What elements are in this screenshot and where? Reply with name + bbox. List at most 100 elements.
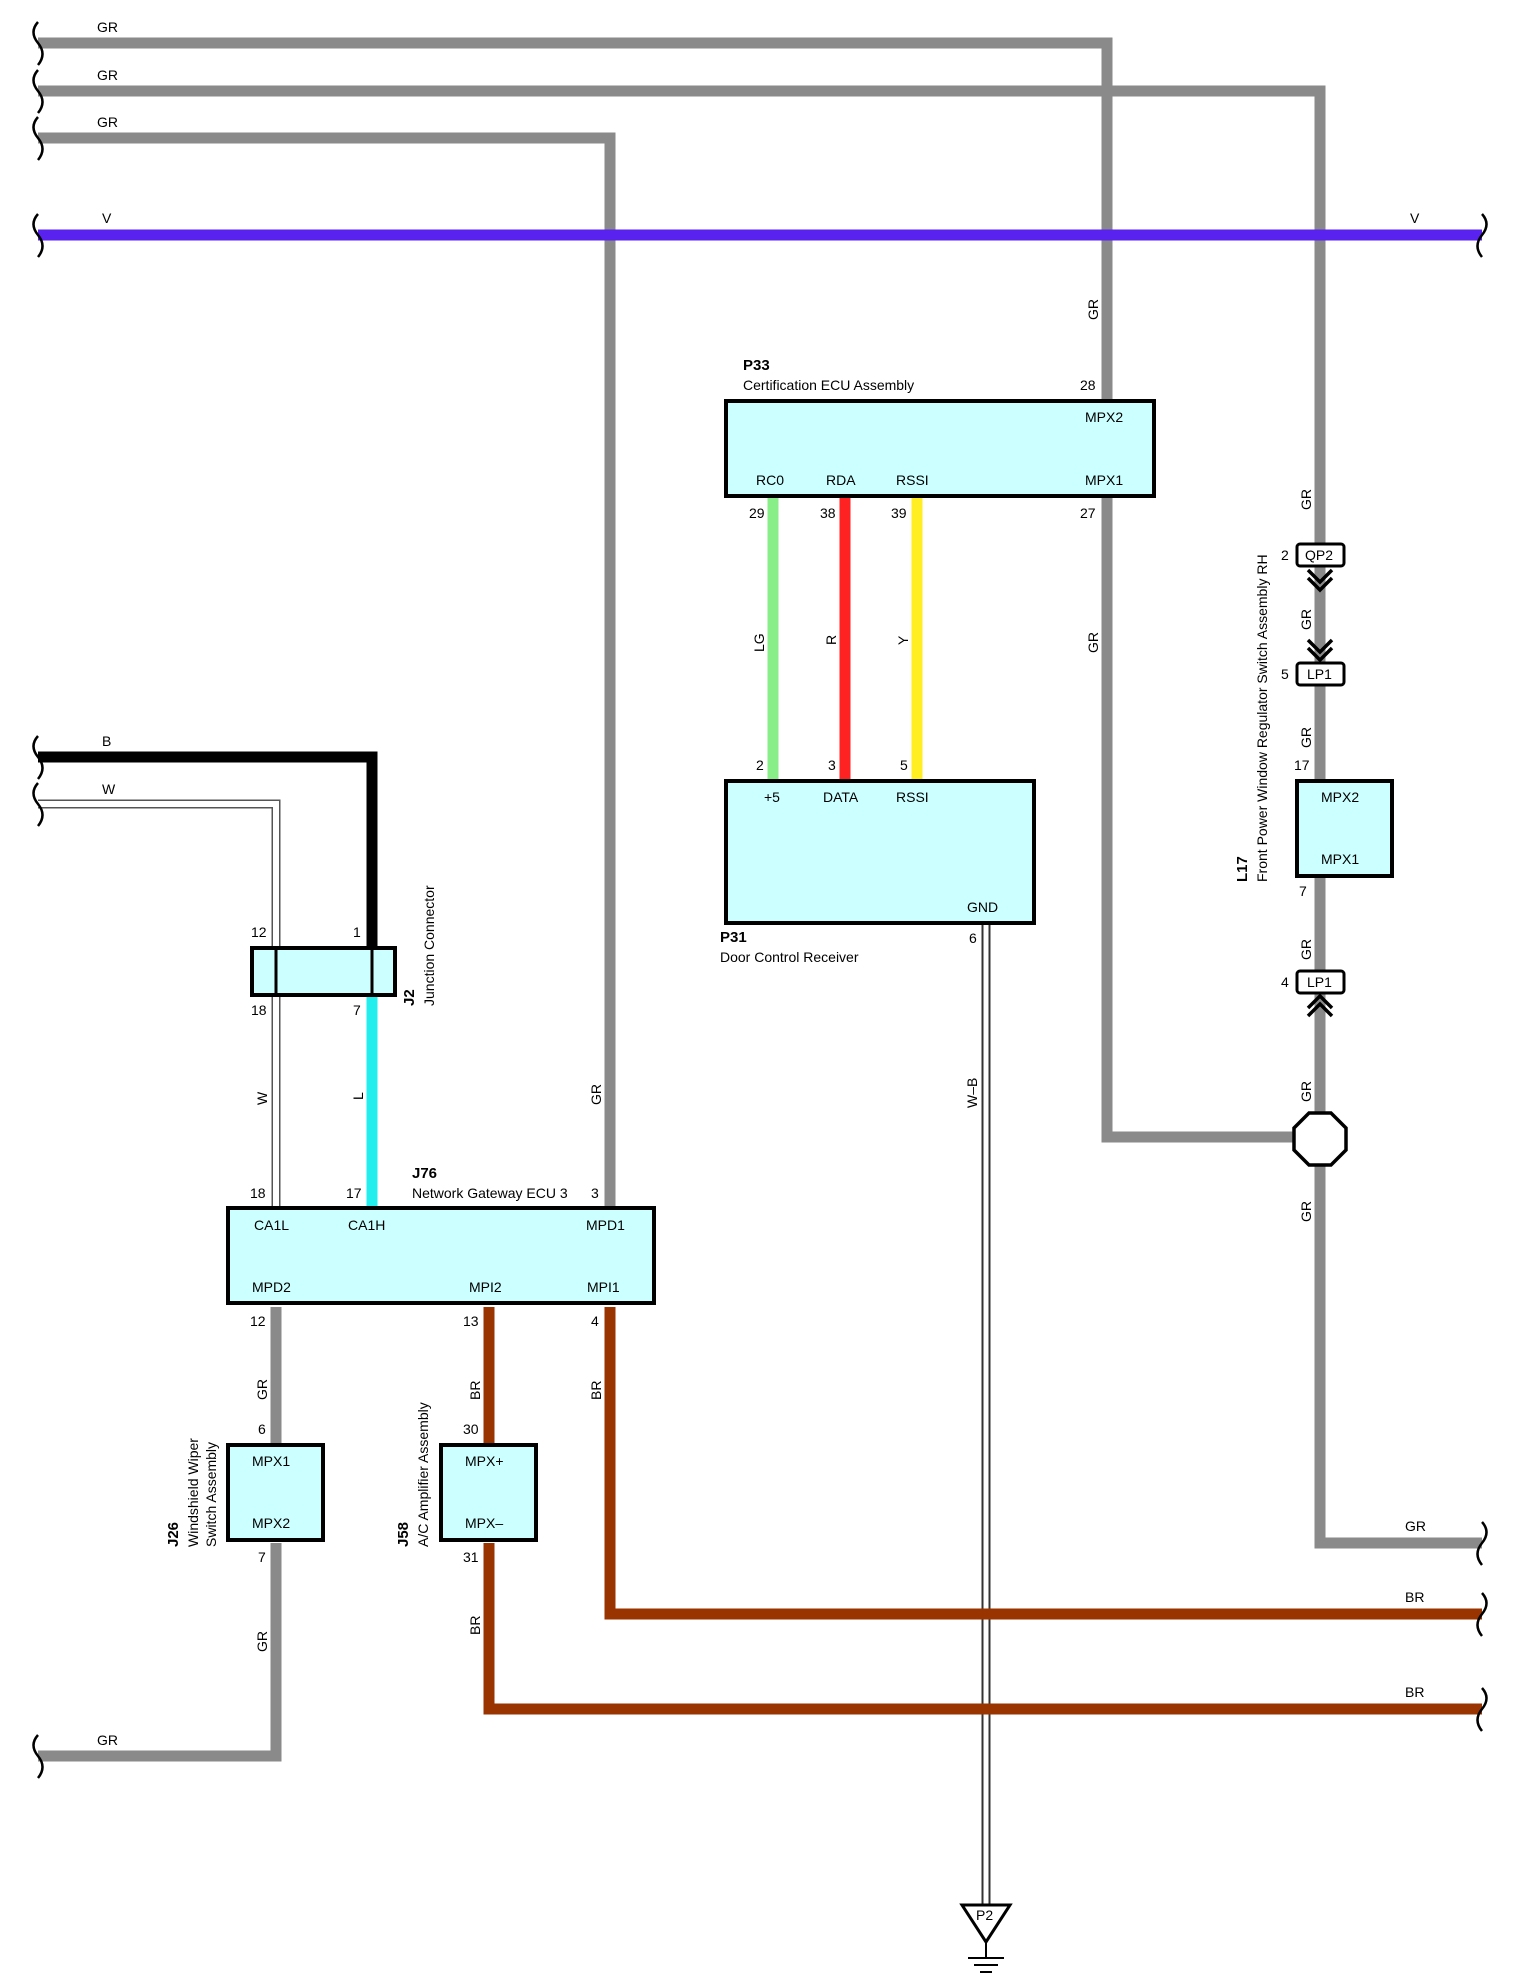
j26-name-line2: Switch Assembly	[203, 1442, 219, 1547]
j2-name: Junction Connector	[421, 885, 437, 1006]
label-gr-lp1-junction: GR	[1298, 1081, 1314, 1102]
j76-name: Network Gateway ECU 3	[412, 1185, 568, 1201]
label-br-mpi1: BR	[588, 1381, 604, 1400]
p33-pin-mpx1: MPX1	[1085, 472, 1123, 488]
label-gr-qp2-lp1: GR	[1298, 609, 1314, 630]
label-b-left: B	[102, 733, 111, 749]
lp1-lower-code: LP1	[1307, 974, 1332, 990]
j76-pin-mpd2: MPD2	[252, 1279, 291, 1295]
p33-code: P33	[743, 357, 770, 374]
wire-gr-top-3	[38, 132, 616, 1208]
j26-pin-mpx2: MPX2	[252, 1515, 290, 1531]
p31-pin-plus5: +5	[764, 789, 780, 805]
j58-pin-mpxm: MPX–	[465, 1515, 503, 1531]
j58-code: J58	[395, 1522, 412, 1547]
j76-pin-ca1l: CA1L	[254, 1217, 289, 1233]
p33-pin-rda: RDA	[826, 472, 856, 488]
l17-pinno-mpx2: 17	[1294, 757, 1310, 773]
p31-pinno-gnd: 6	[969, 930, 977, 946]
j76-pinno-mpd2: 12	[250, 1313, 266, 1329]
j2-pinno-top-right: 1	[353, 924, 361, 940]
wire-gr-p33-mpx1	[1101, 496, 1300, 1143]
break-marks	[32, 21, 1488, 1779]
label-v-left: V	[102, 210, 112, 226]
l17-code: L17	[1234, 856, 1251, 882]
label-wb: W–B	[964, 1078, 980, 1108]
p33-pinno-rda: 38	[820, 505, 836, 521]
label-r: R	[823, 635, 839, 645]
p33-pin-rssi: RSSI	[896, 472, 929, 488]
j2-pinno-bottom-left: 18	[251, 1002, 267, 1018]
j76-box	[226, 1206, 656, 1305]
label-gr-lp1-l17: GR	[1298, 727, 1314, 748]
j58-pin-mpxp: MPX+	[465, 1453, 504, 1469]
j76-pinno-mpd1: 3	[591, 1185, 599, 1201]
j76-code: J76	[412, 1165, 437, 1182]
label-gr-qp2-top: GR	[1298, 489, 1314, 510]
label-gr-junction-bottom: GR	[1298, 1201, 1314, 1222]
qp2-code: QP2	[1305, 547, 1333, 563]
qp2-connector	[1295, 542, 1346, 593]
p33-pin-mpx2: MPX2	[1085, 409, 1123, 425]
label-br-j58: BR	[467, 1616, 483, 1635]
j58-box	[439, 1443, 538, 1542]
p33-pinno-mpx1: 27	[1080, 505, 1096, 521]
lp1-lower-connector	[1295, 969, 1346, 1018]
p33-pinno-rssi: 39	[891, 505, 907, 521]
j76-pinno-mpi2: 13	[463, 1313, 479, 1329]
label-l-vertical: L	[350, 1092, 366, 1100]
lp1-lower-pin: 4	[1281, 974, 1289, 990]
j76-pin-mpd1: MPD1	[586, 1217, 625, 1233]
label-br-right2: BR	[1405, 1684, 1424, 1700]
p33-pinno-mpx2: 28	[1080, 377, 1096, 393]
l17-pin-mpx2: MPX2	[1321, 789, 1359, 805]
p31-name: Door Control Receiver	[720, 949, 859, 965]
j76-pin-mpi1: MPI1	[587, 1279, 620, 1295]
p31-pinno-plus5: 2	[756, 757, 764, 773]
p31-pin-gnd: GND	[967, 899, 998, 915]
label-w-vertical: W	[254, 1091, 270, 1105]
p33-pin-rc0: RC0	[756, 472, 784, 488]
p31-pinno-data: 3	[828, 757, 836, 773]
wire-gr-top-1	[38, 37, 1113, 1137]
lp1-upper-chevron	[1306, 638, 1334, 663]
l17-pin-mpx1: MPX1	[1321, 851, 1359, 867]
label-gr-top3: GR	[97, 114, 118, 130]
label-gr-bottom-left: GR	[97, 1732, 118, 1748]
wire-br-mpi1	[604, 1307, 1482, 1620]
j58-pinno-mpxp: 30	[463, 1421, 479, 1437]
label-lg: LG	[751, 633, 767, 652]
label-br-right1: BR	[1405, 1589, 1424, 1605]
splice-junction-octagon	[1292, 1111, 1348, 1167]
j26-pinno-mpx2: 7	[258, 1549, 266, 1565]
j76-pinno-ca1h: 17	[346, 1185, 362, 1201]
wire-w-fill	[38, 801, 279, 1208]
label-gr-p33-top: GR	[1085, 299, 1101, 320]
j2-pinno-top-left: 12	[251, 924, 267, 940]
lp1-upper-code: LP1	[1307, 666, 1332, 682]
label-gr-p33-bottom: GR	[1085, 632, 1101, 653]
l17-pinno-mpx1: 7	[1299, 883, 1307, 899]
p31-pin-data: DATA	[823, 789, 859, 805]
lp1-upper-pin: 5	[1281, 666, 1289, 682]
label-w-left: W	[102, 781, 116, 797]
j26-pinno-mpx1: 6	[258, 1421, 266, 1437]
label-y: Y	[895, 635, 911, 645]
l17-box	[1295, 779, 1394, 878]
j58-name: A/C Amplifier Assembly	[415, 1402, 431, 1547]
label-v-right: V	[1410, 210, 1420, 226]
j58-pinno-mpxm: 31	[463, 1549, 479, 1565]
j76-pin-ca1h: CA1H	[348, 1217, 385, 1233]
label-gr-j26: GR	[254, 1631, 270, 1652]
j76-pin-mpi2: MPI2	[469, 1279, 502, 1295]
j76-pinno-mpi1: 4	[591, 1313, 599, 1329]
p33-box	[724, 399, 1156, 498]
label-gr-top2: GR	[97, 67, 118, 83]
p31-code: P31	[720, 929, 747, 946]
p31-pin-rssi: RSSI	[896, 789, 929, 805]
ground-p2	[959, 1903, 1013, 1973]
wire-w-outline	[38, 799, 281, 1208]
p31-pinno-rssi: 5	[900, 757, 908, 773]
j26-box	[226, 1443, 325, 1542]
